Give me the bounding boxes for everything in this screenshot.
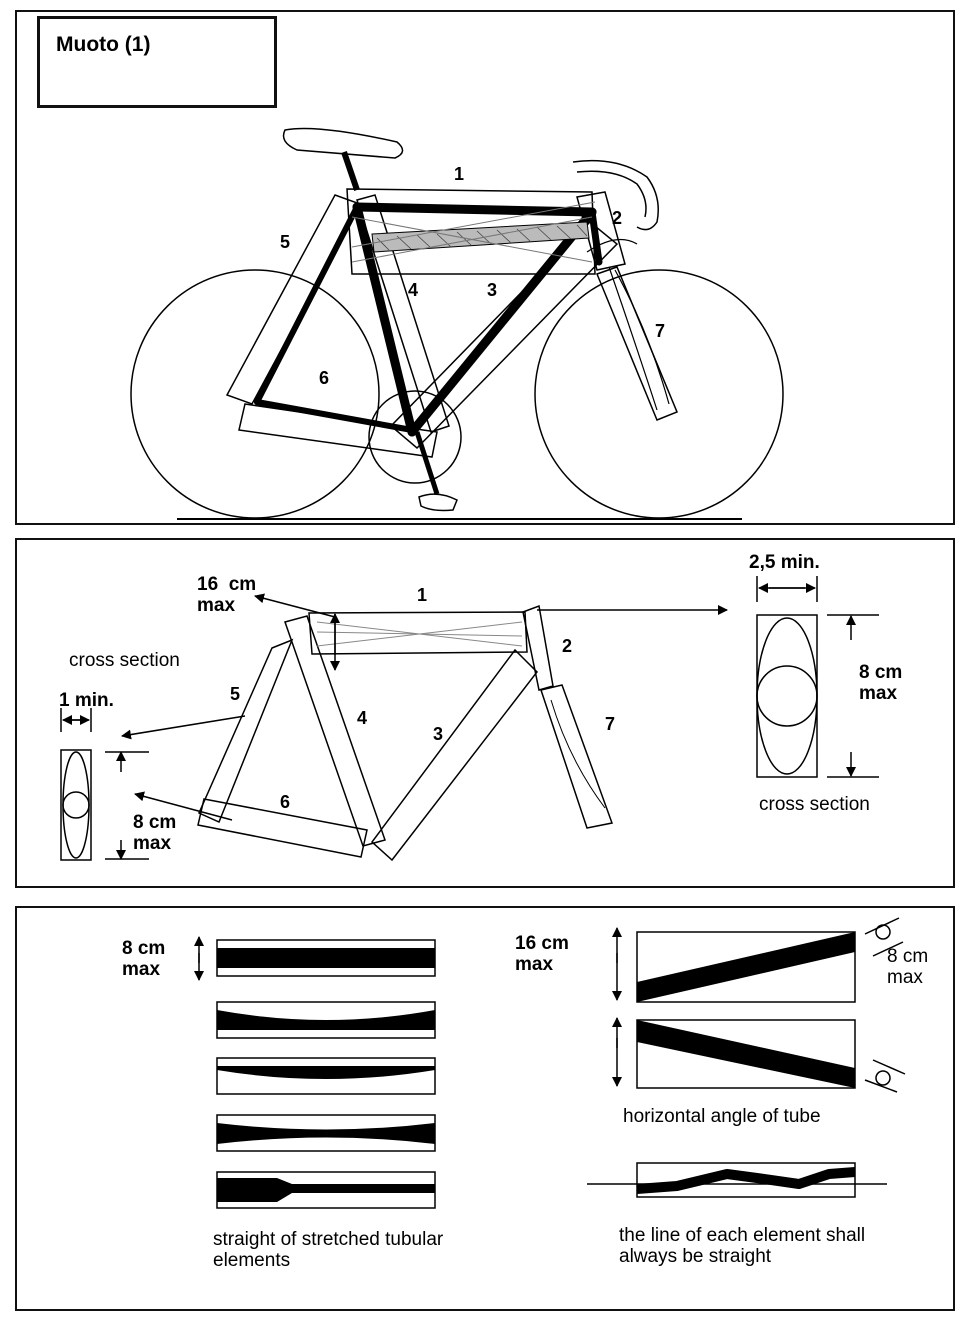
left-caption-line1: straight of stretched tubular <box>213 1229 444 1250</box>
pedal <box>418 493 458 512</box>
chainring <box>368 390 462 484</box>
label-1: 1 <box>454 164 464 184</box>
label-7: 7 <box>605 714 615 734</box>
max-height-left-value: 8 cm <box>133 812 176 833</box>
tube-2-envelope <box>576 191 626 271</box>
label-2: 2 <box>562 636 572 656</box>
bicycle-drawing: 1 2 3 4 5 6 7 <box>130 127 784 520</box>
max-height-right-unit: max <box>859 683 897 704</box>
tube-5-shape <box>198 638 294 824</box>
tube-dim-value: 8 cm <box>887 946 928 967</box>
tube-3-shape <box>370 648 538 862</box>
tube-variant-convex <box>216 1057 436 1095</box>
max-height-left-unit: max <box>133 833 171 854</box>
saddle <box>282 127 404 159</box>
page-title: Muoto (1) <box>56 33 151 56</box>
angled-tube-rising <box>636 931 856 1003</box>
tube-7-envelope <box>596 266 678 421</box>
handlebar <box>572 159 659 231</box>
wavy-tube <box>636 1167 856 1194</box>
wavy-tube-box <box>636 1162 856 1198</box>
angle-caption: horizontal angle of tube <box>623 1106 821 1127</box>
label-4: 4 <box>357 708 367 728</box>
min-width-left: 1 min. <box>59 690 114 711</box>
frame-dimensions-panel: 1 2 3 4 5 6 7 16 cm max cross section 1 … <box>15 538 955 888</box>
rear-wheel <box>130 269 380 519</box>
top-tube-dim-unit: max <box>197 595 235 616</box>
tube-4-envelope <box>356 194 450 433</box>
min-width-right: 2,5 min. <box>749 552 820 573</box>
label-7: 7 <box>655 321 665 341</box>
tube-2-shape <box>522 604 554 691</box>
top-tube-dim-value: 16 cm <box>197 574 256 595</box>
title-box: Muoto (1) <box>37 16 277 108</box>
label-1: 1 <box>417 585 427 605</box>
right-dim-unit: max <box>515 954 553 975</box>
cross-section-left-label: cross section <box>69 650 180 671</box>
label-6: 6 <box>280 792 290 812</box>
bicycle-panel: Muoto (1) <box>15 10 955 525</box>
label-3: 3 <box>487 280 497 300</box>
cross-section-left-rect <box>60 749 92 861</box>
front-wheel <box>534 269 784 519</box>
label-3: 3 <box>433 724 443 744</box>
label-6: 6 <box>319 368 329 388</box>
line-caption-line2: always be straight <box>619 1246 772 1267</box>
left-dim-value: 8 cm <box>122 938 165 959</box>
line-caption-line1: the line of each element shall <box>619 1225 865 1246</box>
max-height-right-value: 8 cm <box>859 662 902 683</box>
left-caption-line2: elements <box>213 1250 290 1271</box>
cross-section-right-label: cross section <box>759 794 870 815</box>
right-dim-value: 16 cm <box>515 933 569 954</box>
angled-tube-falling <box>636 1019 856 1089</box>
label-5: 5 <box>230 684 240 704</box>
tube-1-envelope <box>346 188 596 275</box>
label-4: 4 <box>408 280 418 300</box>
tube-shapes-panel: 8 cm max straight of stretched tubular e… <box>15 906 955 1311</box>
frame-dimensions-drawing: 1 2 3 4 5 6 7 16 cm max cross section 1 … <box>59 552 902 862</box>
left-dim-unit: max <box>122 959 160 980</box>
tube-4-shape <box>284 615 386 847</box>
tube-1-shape <box>308 611 528 655</box>
label-2: 2 <box>612 208 622 228</box>
tube-5-envelope <box>225 194 362 405</box>
tube-6-shape <box>197 798 368 858</box>
label-5: 5 <box>280 232 290 252</box>
tube-shapes-drawing: 8 cm max straight of stretched tubular e… <box>122 917 928 1271</box>
tube-3-envelope <box>389 220 619 450</box>
tube-7-shape <box>540 684 614 829</box>
tube-dim-unit: max <box>887 967 923 988</box>
